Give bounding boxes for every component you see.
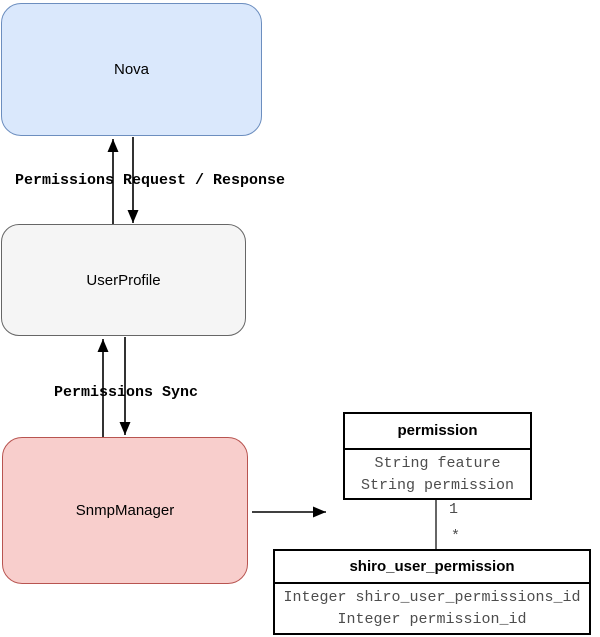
table-permission: permission String feature String permiss… bbox=[343, 412, 532, 500]
node-nova: Nova bbox=[1, 3, 262, 136]
table-shiro-user-permission: shiro_user_permission Integer shiro_user… bbox=[273, 549, 591, 635]
node-nova-label: Nova bbox=[113, 61, 150, 78]
node-snmpmanager-label: SnmpManager bbox=[75, 502, 175, 519]
table-row: String permission bbox=[360, 477, 515, 494]
table-row: String feature bbox=[374, 455, 501, 472]
table-row: Integer shiro_user_permissions_id bbox=[283, 589, 581, 606]
multiplicity-many-label: * bbox=[451, 528, 461, 545]
edge-label-permissions-request-response: Permissions Request / Response bbox=[14, 172, 286, 189]
table-permission-body: String feature String permission bbox=[345, 450, 530, 497]
table-shiro-user-permission-body: Integer shiro_user_permissions_id Intege… bbox=[275, 584, 589, 631]
table-shiro-user-permission-title: shiro_user_permission bbox=[275, 551, 589, 584]
table-permission-title: permission bbox=[345, 414, 530, 450]
node-userprofile: UserProfile bbox=[1, 224, 246, 336]
edge-label-permissions-sync: Permissions Sync bbox=[53, 384, 199, 401]
multiplicity-one-label: 1 bbox=[449, 501, 459, 518]
node-snmpmanager: SnmpManager bbox=[2, 437, 248, 584]
table-row: Integer permission_id bbox=[337, 611, 527, 628]
node-userprofile-label: UserProfile bbox=[86, 271, 161, 289]
